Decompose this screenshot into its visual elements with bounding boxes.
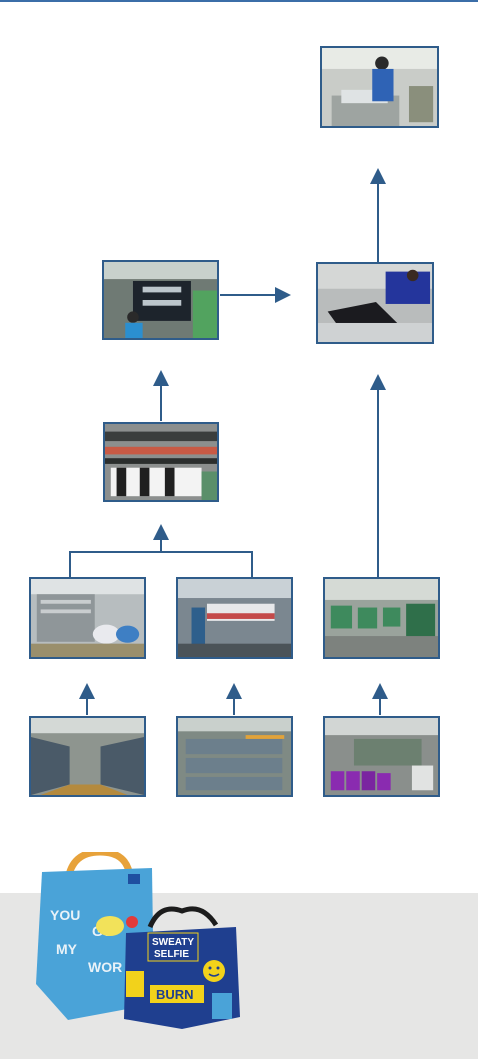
bag2-line2: SELFIE <box>154 949 189 960</box>
loom-hall-photo <box>323 577 440 659</box>
navy-printed-bag-icon: SWEATY SELFIE BURN <box>124 906 240 1029</box>
yarn-extrusion-photo <box>29 577 146 659</box>
bag2-line1: SWEATY <box>152 937 194 948</box>
print-operator-photo <box>102 260 219 340</box>
purple-spools-photo <box>323 716 440 797</box>
merge-extrusion-coating <box>69 551 253 577</box>
worker-inspecting-bags-photo <box>320 46 439 128</box>
laminating-machine-photo <box>103 422 219 502</box>
fabric-coating-photo <box>176 577 293 659</box>
bag2-line3: BURN <box>156 987 194 1002</box>
bag1-line1: YOU <box>50 907 80 923</box>
warehouse-rolls-photo <box>176 716 293 797</box>
bag1-line3: MY <box>56 941 78 957</box>
bag1-line4: WOR <box>88 959 122 975</box>
blue-tote-bag-icon: YOU GU MY WOR <box>36 852 154 1020</box>
top-rule <box>0 0 478 2</box>
bag-sewing-photo <box>316 262 434 344</box>
bobbin-racks-photo <box>29 716 146 797</box>
